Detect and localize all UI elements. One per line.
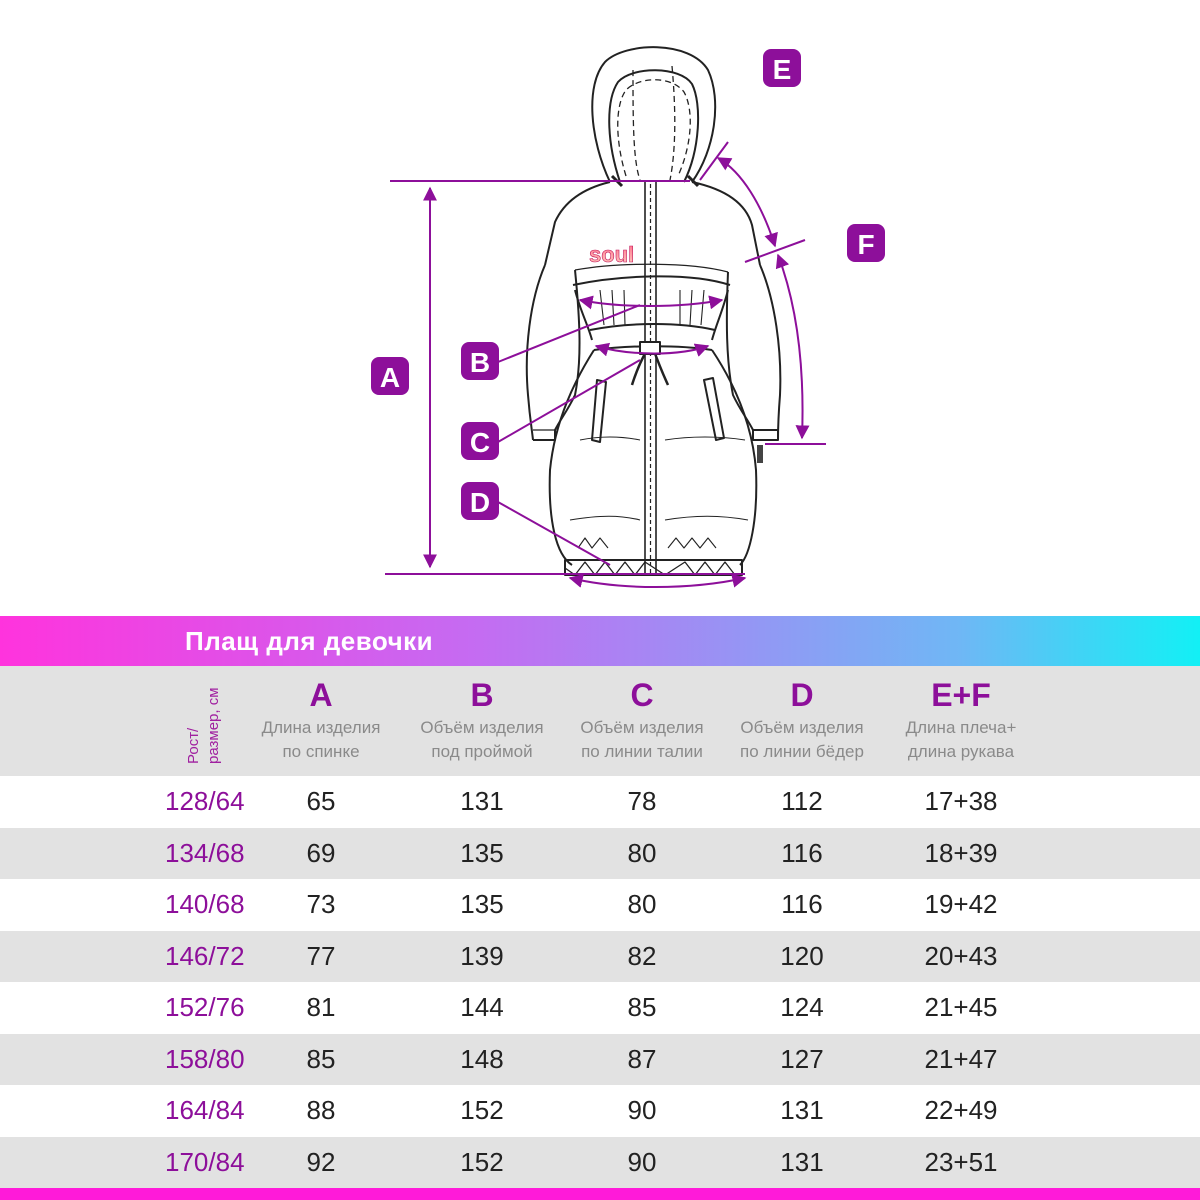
column-desc-line2: под проймой bbox=[431, 742, 533, 761]
cell-ef: 21+47 bbox=[924, 1043, 998, 1074]
column-desc-line2: по линии бёдер bbox=[740, 742, 864, 761]
svg-text:F: F bbox=[857, 229, 874, 260]
cell-b: 131 bbox=[460, 786, 504, 816]
table-row: 134/68 69 135 80 116 18+39 bbox=[0, 827, 1200, 879]
cell-d: 124 bbox=[780, 992, 824, 1022]
cell-a: 73 bbox=[306, 889, 336, 919]
table-title: Плащ для девочки bbox=[185, 626, 434, 656]
column-letter: A bbox=[309, 677, 333, 713]
badge-b: B bbox=[461, 342, 499, 380]
table-row: 128/64 65 131 78 112 17+38 bbox=[0, 776, 1200, 828]
column-desc-line1: Длина изделия bbox=[261, 718, 381, 737]
cell-c: 90 bbox=[627, 1095, 657, 1125]
size-cell: 128/64 bbox=[165, 786, 245, 816]
cell-b: 139 bbox=[460, 940, 504, 971]
column-desc-line1: Объём изделия bbox=[740, 718, 864, 737]
cell-d: 131 bbox=[780, 1146, 824, 1177]
column-header-c: C Объём изделия по линии талии bbox=[557, 674, 727, 764]
size-column-header: Рост/ размер, см bbox=[158, 666, 242, 776]
column-desc-line1: Объём изделия bbox=[420, 718, 544, 737]
size-cell: 164/84 bbox=[165, 1095, 245, 1125]
cell-ef: 18+39 bbox=[924, 837, 998, 868]
cell-ef: 22+49 bbox=[924, 1095, 998, 1125]
badge-c: C bbox=[461, 422, 499, 460]
cell-ef: 23+51 bbox=[924, 1146, 998, 1177]
column-letter: D bbox=[790, 677, 814, 713]
cell-c: 78 bbox=[627, 786, 657, 816]
svg-text:A: A bbox=[380, 362, 400, 393]
column-desc-line2: по линии талии bbox=[581, 742, 703, 761]
table-row: 158/80 85 148 87 127 21+47 bbox=[0, 1033, 1200, 1085]
size-cell: 146/72 bbox=[165, 940, 245, 971]
cell-b: 135 bbox=[460, 837, 504, 868]
cell-ef: 21+45 bbox=[924, 992, 998, 1022]
table-row: 140/68 73 135 80 116 19+42 bbox=[0, 879, 1200, 931]
svg-text:E: E bbox=[773, 54, 792, 85]
cell-d: 127 bbox=[780, 1043, 824, 1074]
column-desc-line1: Длина плеча+ bbox=[905, 718, 1017, 737]
badge-f: F bbox=[847, 224, 885, 262]
cell-d: 116 bbox=[781, 889, 823, 919]
cell-a: 92 bbox=[306, 1146, 336, 1177]
size-cell: 158/80 bbox=[165, 1043, 245, 1074]
cell-ef: 19+42 bbox=[924, 889, 998, 919]
table-row: 170/84 92 152 90 131 23+51 bbox=[0, 1136, 1200, 1188]
size-cell: 152/76 bbox=[165, 992, 245, 1022]
garment-diagram: soul A B C D E bbox=[371, 46, 885, 588]
svg-text:D: D bbox=[470, 487, 490, 518]
title-bar: Плащ для девочки bbox=[0, 616, 1200, 666]
table-row: 152/76 81 144 85 124 21+45 bbox=[0, 982, 1200, 1034]
cell-d: 112 bbox=[781, 786, 823, 816]
cell-c: 80 bbox=[627, 889, 657, 919]
cell-a: 69 bbox=[306, 837, 336, 868]
badge-d: D bbox=[461, 482, 499, 520]
svg-text:B: B bbox=[470, 347, 490, 378]
column-letter: B bbox=[470, 677, 494, 713]
table-header: Рост/ размер, см A Длина изделия по спин… bbox=[0, 666, 1200, 776]
table-row: 146/72 77 139 82 120 20+43 bbox=[0, 930, 1200, 982]
column-header-d: D Объём изделия по линии бёдер bbox=[717, 674, 887, 764]
cell-a: 81 bbox=[306, 992, 336, 1022]
cell-b: 135 bbox=[460, 889, 504, 919]
size-header-label: Рост/ размер, см bbox=[185, 687, 222, 764]
measurement-lines bbox=[385, 141, 826, 588]
bottom-accent-bar bbox=[0, 1188, 1200, 1200]
logo-text: soul bbox=[589, 242, 634, 267]
cell-ef: 20+43 bbox=[924, 940, 998, 971]
cell-b: 144 bbox=[460, 992, 504, 1022]
cell-b: 148 bbox=[460, 1043, 504, 1074]
cell-c: 90 bbox=[627, 1146, 657, 1177]
cell-b: 152 bbox=[460, 1146, 504, 1177]
cell-ef: 17+38 bbox=[924, 786, 998, 816]
size-cell: 170/84 bbox=[165, 1146, 245, 1177]
cell-b: 152 bbox=[460, 1095, 504, 1125]
badge-e: E bbox=[763, 49, 801, 87]
column-desc-line2: по спинке bbox=[282, 742, 360, 761]
column-header-b: B Объём изделия под проймой bbox=[397, 674, 567, 764]
cell-a: 77 bbox=[306, 940, 336, 971]
badge-a: A bbox=[371, 357, 409, 395]
column-letter: E+F bbox=[931, 677, 991, 713]
cell-d: 131 bbox=[780, 1095, 824, 1125]
cell-c: 85 bbox=[627, 992, 657, 1022]
cell-a: 65 bbox=[306, 786, 336, 816]
svg-text:C: C bbox=[470, 427, 490, 458]
cell-d: 120 bbox=[780, 940, 824, 971]
column-desc-line2: длина рукава bbox=[907, 742, 1015, 761]
coat-drawing bbox=[525, 46, 782, 576]
cell-a: 85 bbox=[306, 1043, 336, 1074]
cell-c: 82 bbox=[627, 940, 657, 971]
column-header-ef: E+F Длина плеча+ длина рукава bbox=[876, 674, 1046, 764]
cell-a: 88 bbox=[306, 1095, 336, 1125]
column-header-a: A Длина изделия по спинке bbox=[236, 674, 406, 764]
table-row: 164/84 88 152 90 131 22+49 bbox=[0, 1085, 1200, 1137]
cell-c: 80 bbox=[627, 837, 657, 868]
column-desc-line1: Объём изделия bbox=[580, 718, 704, 737]
cell-d: 116 bbox=[781, 837, 823, 868]
column-letter: C bbox=[630, 677, 654, 713]
size-cell: 134/68 bbox=[165, 837, 245, 868]
size-cell: 140/68 bbox=[165, 889, 245, 919]
cell-c: 87 bbox=[627, 1043, 657, 1074]
